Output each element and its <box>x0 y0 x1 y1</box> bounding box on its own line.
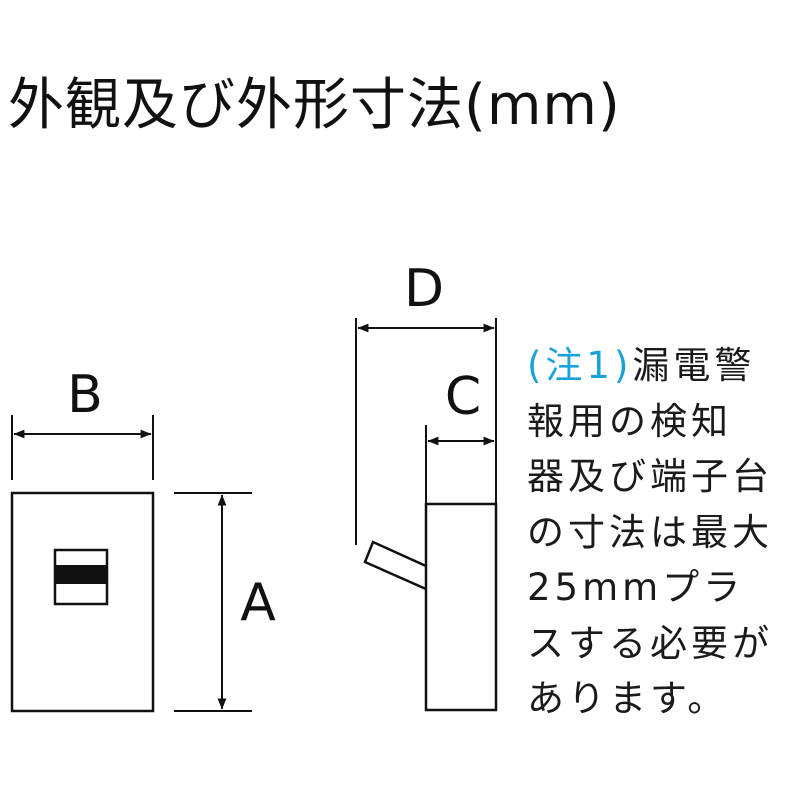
dimension-a <box>174 492 252 712</box>
note-line-6: スする必要が <box>527 621 773 665</box>
note-tag: (注1) <box>527 344 633 387</box>
dimension-c-label: C <box>445 367 481 427</box>
front-view-switch <box>53 548 109 606</box>
dimension-b <box>11 415 154 480</box>
side-view <box>355 318 498 712</box>
note-line-5: 25mmプラ <box>527 566 745 609</box>
note-block: (注1)漏電警 報用の検知 器及び端子台 の寸法は最大 25mmプラ スする必要… <box>527 338 789 727</box>
note-line-7: あります。 <box>527 677 729 720</box>
dimension-d-label: D <box>404 259 444 319</box>
note-line-4: の寸法は最大 <box>527 510 773 554</box>
front-view-body <box>10 491 155 713</box>
dimension-a-label: A <box>240 573 276 633</box>
side-view-body <box>424 502 498 712</box>
side-view-handle <box>363 540 427 591</box>
note-text-1: 漏電警 <box>632 344 756 387</box>
note-line-1: (注1)漏電警 <box>527 338 789 394</box>
dimension-d <box>357 318 497 504</box>
front-view <box>10 491 155 713</box>
note-line-2: 報用の検知 <box>527 399 732 443</box>
note-line-3: 器及び端子台 <box>527 455 773 498</box>
dimension-b-label: B <box>67 365 103 425</box>
dimension-c <box>425 425 495 504</box>
page-title: 外観及び外形寸法(mm) <box>8 73 621 138</box>
